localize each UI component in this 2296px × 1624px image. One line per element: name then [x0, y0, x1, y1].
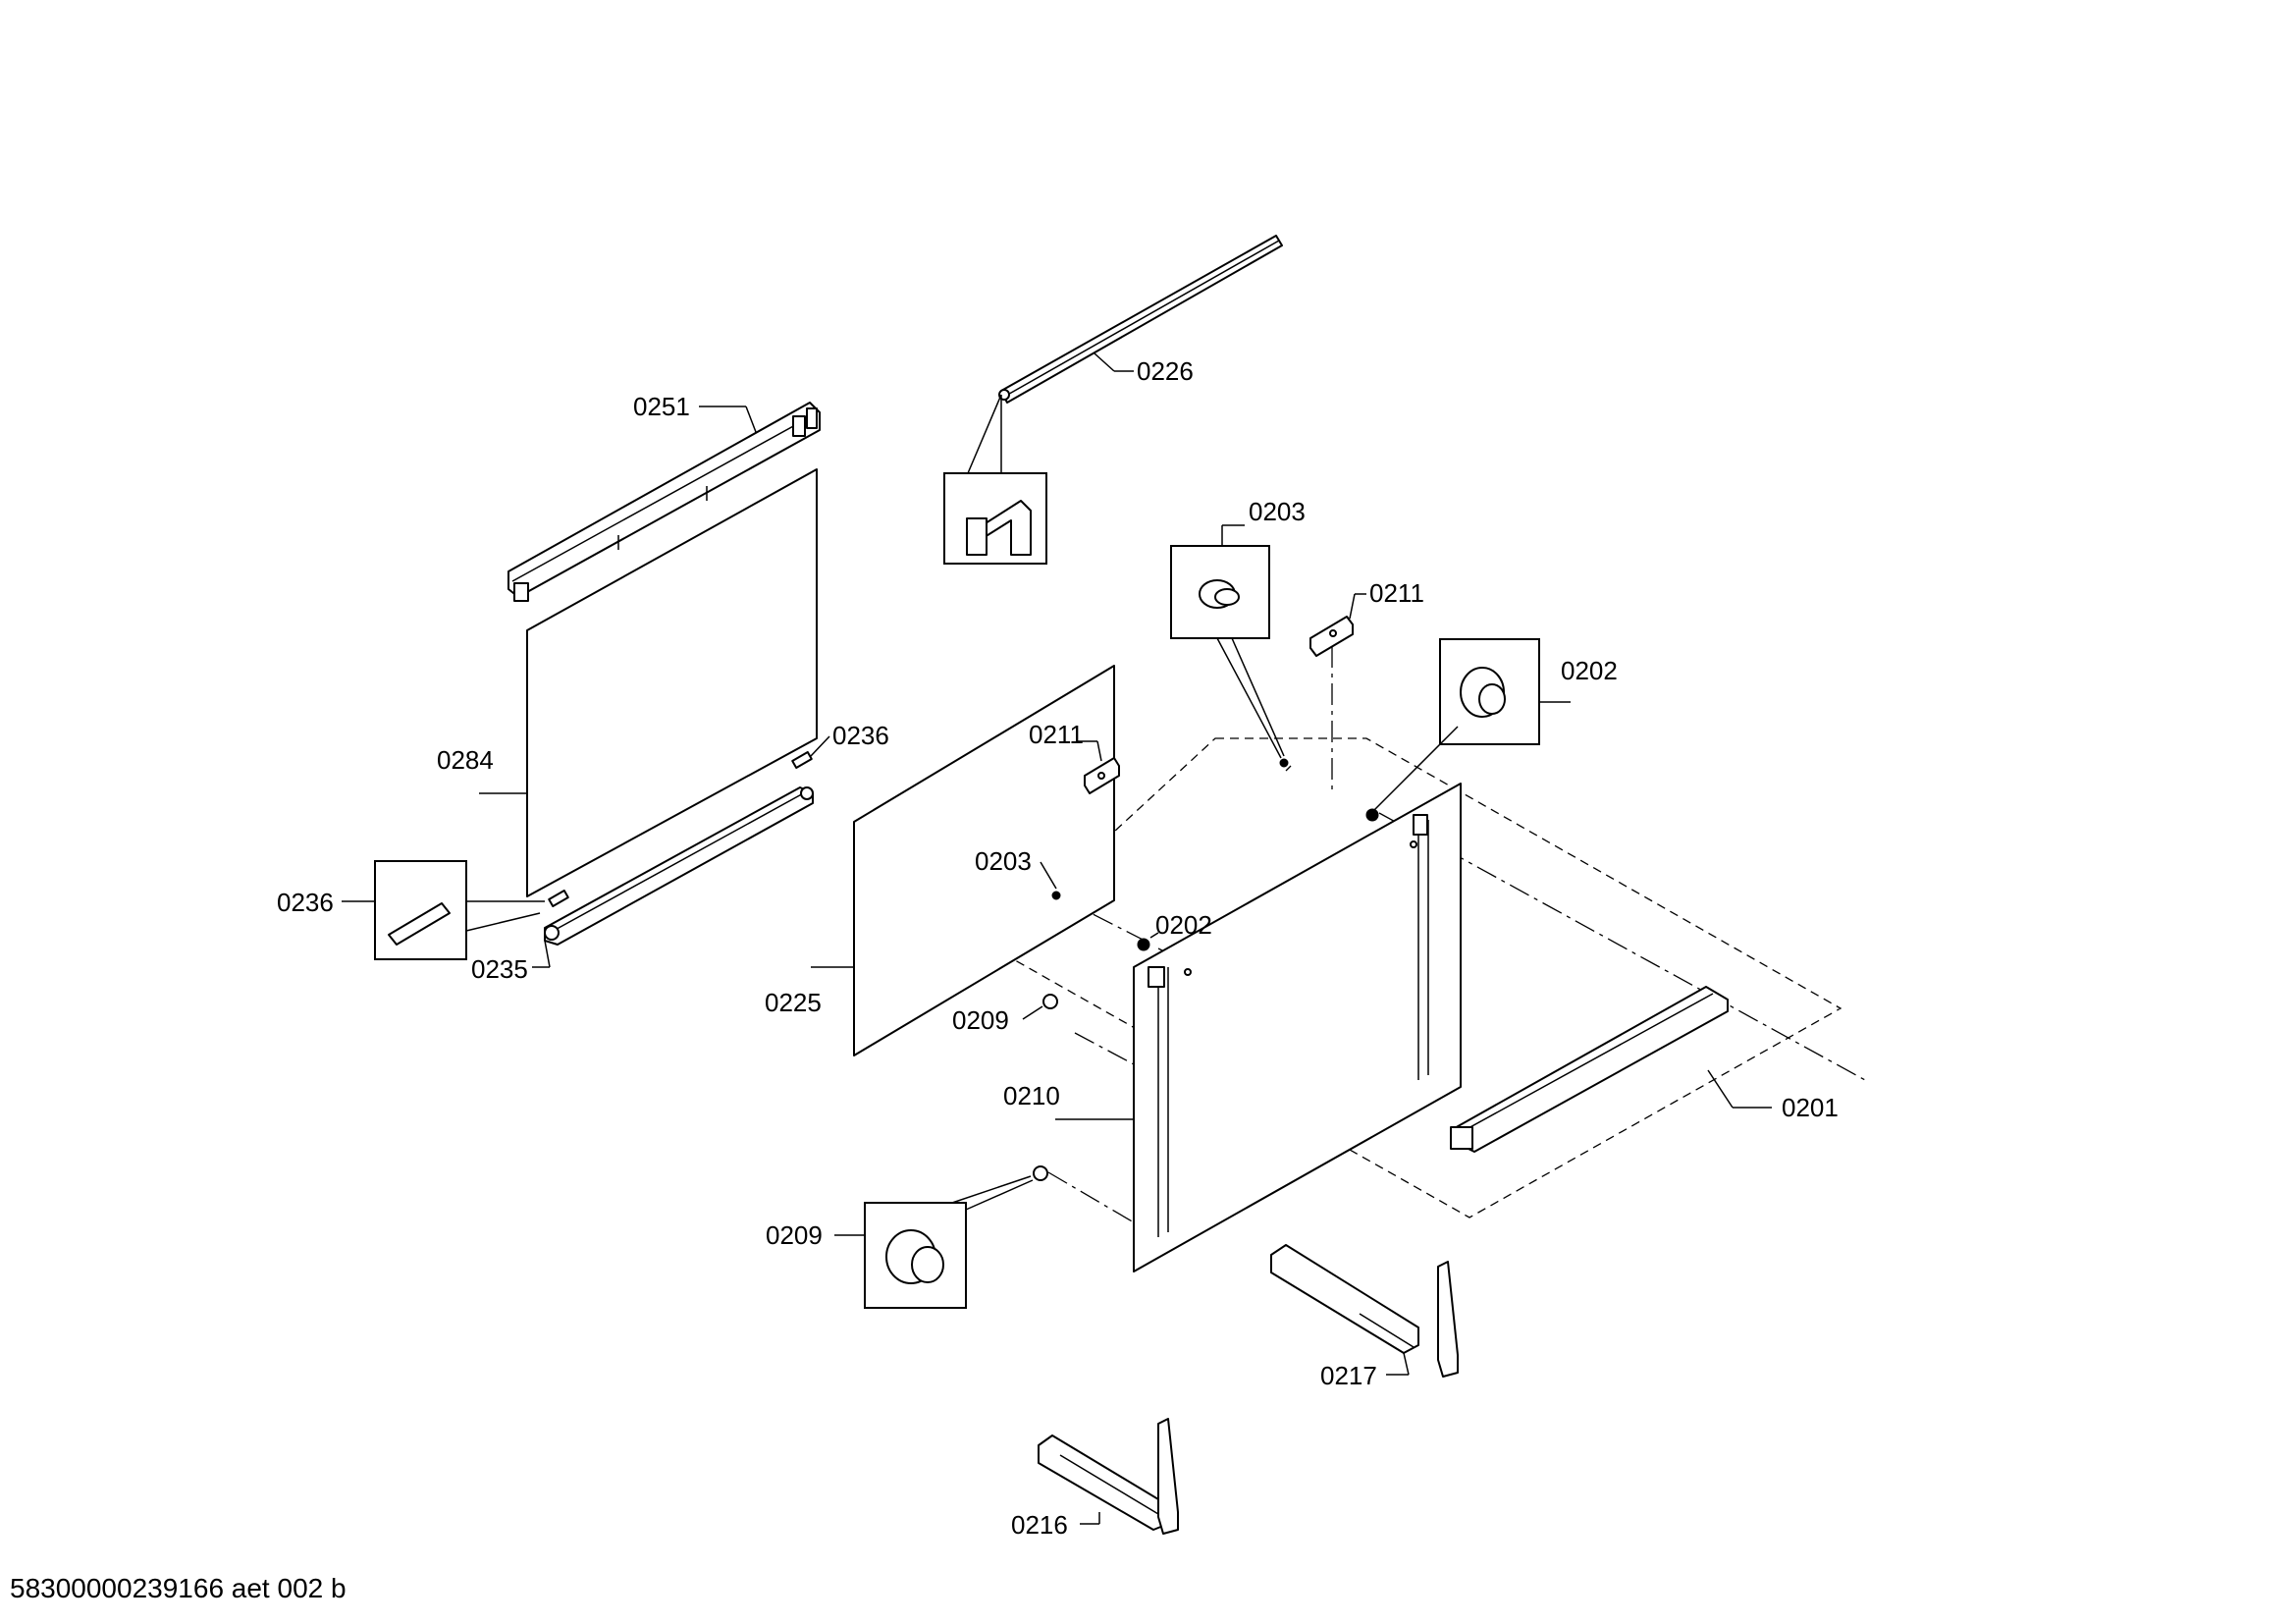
part-0203-screw-top [1279, 758, 1289, 768]
detail-box-0209 [834, 1175, 1034, 1309]
detail-box-0202 [1373, 638, 1571, 811]
callout-0203-top: 0203 [1249, 497, 1306, 526]
callout-0236-left: 0236 [277, 888, 334, 917]
part-0210-front-panel [1055, 783, 1462, 1272]
callout-0209-mid: 0209 [952, 1005, 1009, 1035]
callout-0251: 0251 [633, 392, 690, 421]
part-0202-buffer-mid [1137, 932, 1159, 951]
detail-box-0226 [943, 394, 1047, 565]
part-0236-pads [548, 735, 830, 907]
drawing-id: 58300000239166 aet 002 b [10, 1573, 347, 1603]
callout-0202-top: 0202 [1561, 656, 1618, 685]
callout-0210: 0210 [1003, 1081, 1060, 1110]
part-0235-handle-bar [465, 786, 814, 968]
callout-0202-mid: 0202 [1155, 910, 1212, 940]
callout-labels: 0251 0226 0203 0211 0202 0236 0284 0211 … [277, 356, 1839, 1540]
callout-0226: 0226 [1137, 356, 1194, 386]
callout-0235: 0235 [471, 954, 528, 984]
part-0209-bumper-mid [1022, 994, 1058, 1020]
part-0251-top-profile [507, 402, 821, 602]
part-0217-hinge [1270, 1244, 1459, 1378]
part-0203-screw-mid [1040, 861, 1061, 900]
part-0216-hinge [1038, 1418, 1179, 1535]
callout-0211-top: 0211 [1369, 578, 1424, 608]
callout-0284: 0284 [437, 745, 494, 775]
callout-0201: 0201 [1782, 1093, 1839, 1122]
part-0209-bumper-bottom [1033, 1165, 1048, 1181]
part-0211-clip-mid [1078, 740, 1120, 794]
part-0201-door-handle [1450, 986, 1772, 1153]
callout-0225: 0225 [765, 988, 822, 1017]
part-0202-buffer-top [1365, 808, 1379, 822]
part-0284-glass-pane [479, 468, 818, 897]
callout-0217: 0217 [1320, 1361, 1377, 1390]
callout-0203-mid: 0203 [975, 846, 1032, 876]
callout-0209-bottom: 0209 [766, 1220, 823, 1250]
part-0211-clip-top [1309, 593, 1366, 657]
callout-0236-right: 0236 [832, 721, 889, 750]
part-0225-inner-glass [811, 665, 1115, 1056]
callout-0216: 0216 [1011, 1510, 1068, 1540]
callout-0211-mid: 0211 [1029, 720, 1084, 749]
detail-box-0236 [342, 860, 545, 960]
detail-box-0203 [1170, 524, 1285, 759]
